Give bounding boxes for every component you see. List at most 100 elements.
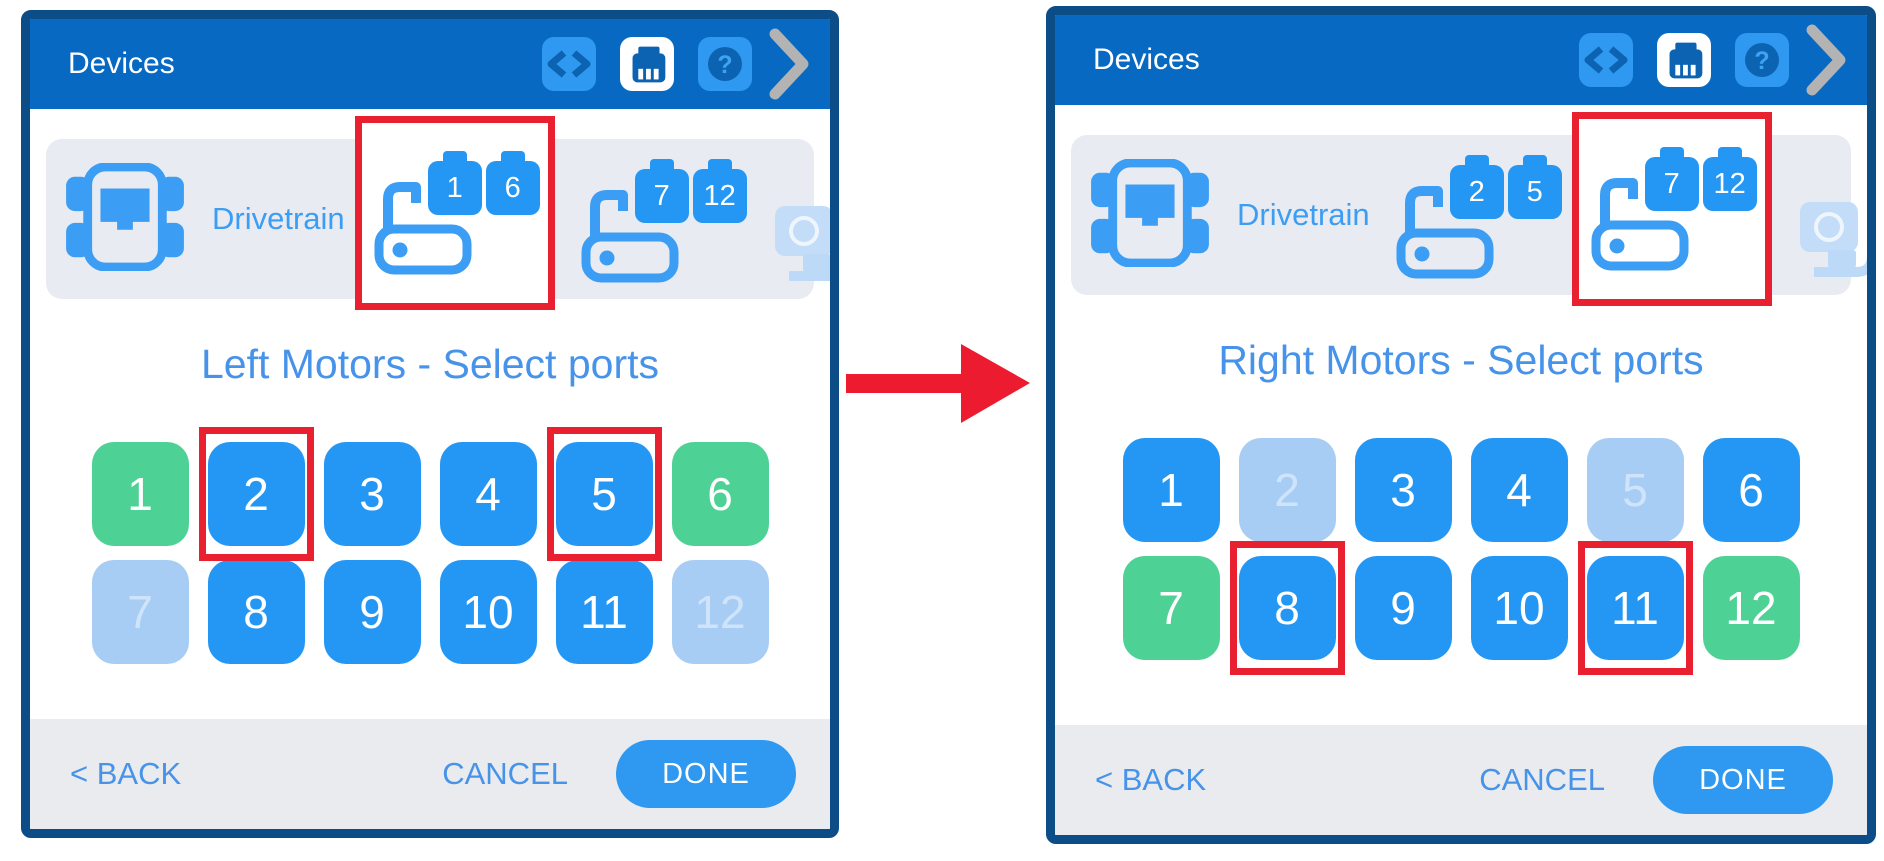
select-ports-title: Right Motors - Select ports	[1218, 337, 1704, 383]
port-button-10[interactable]: 10	[1470, 556, 1568, 660]
help-icon[interactable]: ?	[1735, 33, 1789, 87]
port-button-11[interactable]: 11	[1586, 556, 1684, 660]
dialog-footer: < BACK CANCEL DONE	[1055, 725, 1867, 835]
port-badge: 12	[692, 169, 747, 223]
port-cell: 1	[1122, 438, 1220, 542]
brain-port-icon[interactable]	[1657, 33, 1711, 87]
motor-group-left-motors[interactable]: 1 6	[354, 116, 555, 310]
port-cell: 5	[546, 427, 662, 561]
tutorial-highlight-frame	[1229, 541, 1345, 675]
port-button-5[interactable]: 5	[555, 442, 653, 546]
port-cell: 6	[671, 442, 769, 546]
tutorial-highlight-frame	[198, 427, 314, 561]
help-icon[interactable]: ?	[698, 37, 752, 91]
port-cell: 4	[1470, 438, 1568, 542]
svg-text:?: ?	[717, 51, 732, 79]
dialog-footer: < BACK CANCEL DONE	[30, 719, 830, 829]
next-chevron-icon[interactable]	[1805, 23, 1847, 97]
port-button-3[interactable]: 3	[1354, 438, 1452, 542]
port-cell: 8	[1229, 541, 1345, 675]
motor-icon	[1591, 178, 1689, 271]
port-cell: 3	[1354, 438, 1452, 542]
port-badge: 2	[1449, 165, 1504, 219]
port-button-6[interactable]: 6	[1702, 438, 1800, 542]
drivetrain-row: Drivetrain 1 6 7 12 +	[46, 116, 830, 310]
gyro-body-icon	[774, 206, 830, 281]
port-button-6[interactable]: 6	[671, 442, 769, 546]
port-button-9[interactable]: 9	[323, 560, 421, 664]
port-cell: 9	[1354, 556, 1452, 660]
svg-text:?: ?	[1754, 47, 1769, 75]
devices-header: Devices ?	[1055, 15, 1867, 105]
port-badge: 6	[485, 161, 540, 215]
port-cell: 9	[323, 560, 421, 664]
port-badge: 7	[634, 169, 689, 223]
port-button-8[interactable]: 8	[1238, 556, 1336, 660]
gyro-add-icon[interactable]: +	[1798, 152, 1867, 278]
port-button-4[interactable]: 4	[1470, 438, 1568, 542]
code-icon[interactable]	[1579, 33, 1633, 87]
port-cell: 1	[91, 442, 189, 546]
port-cell: 2	[198, 427, 314, 561]
port-button-1[interactable]: 1	[91, 442, 189, 546]
port-button-12[interactable]: 12	[1702, 556, 1800, 660]
next-chevron-icon[interactable]	[768, 27, 810, 101]
page-title: Devices	[68, 47, 175, 80]
port-button-11[interactable]: 11	[555, 560, 653, 664]
motor-group-right-motors[interactable]: 7 12	[577, 155, 747, 283]
port-button-8[interactable]: 8	[207, 560, 305, 664]
port-cell: 10	[1470, 556, 1568, 660]
port-button-12: 12	[671, 560, 769, 664]
devices-header: Devices ?	[30, 19, 830, 109]
tutorial-highlight-frame	[1577, 541, 1693, 675]
devices-panel-before: Devices ? Drivetrain 1 6	[21, 10, 839, 838]
cancel-button[interactable]: CANCEL	[442, 756, 568, 791]
port-cell: 12	[671, 560, 769, 664]
back-button[interactable]: < BACK	[1095, 762, 1207, 797]
port-badge: 1	[427, 161, 482, 215]
port-button-3[interactable]: 3	[323, 442, 421, 546]
port-button-7[interactable]: 7	[1122, 556, 1220, 660]
port-badge: 5	[1507, 165, 1562, 219]
drivetrain-label: Drivetrain	[1237, 197, 1370, 232]
port-badge: 7	[1644, 157, 1699, 211]
port-cell: 10	[439, 560, 537, 664]
gyro-add-icon[interactable]: +	[773, 156, 830, 282]
drivetrain-row: Drivetrain 2 5 7 12 +	[1071, 112, 1867, 306]
port-button-9[interactable]: 9	[1354, 556, 1452, 660]
done-button[interactable]: DONE	[616, 740, 796, 808]
motor-icon	[581, 190, 679, 283]
tutorial-highlight-frame	[546, 427, 662, 561]
drivetrain-robot-icon	[1091, 158, 1209, 272]
port-cell: 7	[1122, 556, 1220, 660]
motor-group-right-motors[interactable]: 7 12	[1571, 112, 1772, 306]
gyro-body-icon	[1799, 202, 1867, 277]
done-button[interactable]: DONE	[1653, 746, 1833, 814]
port-button-5: 5	[1586, 438, 1684, 542]
port-cell: 11	[555, 560, 653, 664]
port-cell: 7	[91, 560, 189, 664]
port-cell: 4	[439, 442, 537, 546]
port-button-10[interactable]: 10	[439, 560, 537, 664]
port-badge: 12	[1702, 157, 1757, 211]
port-button-1[interactable]: 1	[1122, 438, 1220, 542]
back-button[interactable]: < BACK	[70, 756, 182, 791]
drivetrain-label: Drivetrain	[212, 201, 345, 236]
port-cell: 2	[1238, 438, 1336, 542]
drivetrain-robot-icon	[66, 162, 184, 276]
port-cell: 3	[323, 442, 421, 546]
select-ports-title: Left Motors - Select ports	[200, 341, 659, 387]
motor-icon	[374, 182, 472, 275]
motor-group-left-motors[interactable]: 2 5	[1392, 151, 1562, 279]
code-icon[interactable]	[542, 37, 596, 91]
port-button-2[interactable]: 2	[207, 442, 305, 546]
port-cell: 12	[1702, 556, 1800, 660]
brain-port-icon[interactable]	[620, 37, 674, 91]
cancel-button[interactable]: CANCEL	[1479, 762, 1605, 797]
port-button-4[interactable]: 4	[439, 442, 537, 546]
